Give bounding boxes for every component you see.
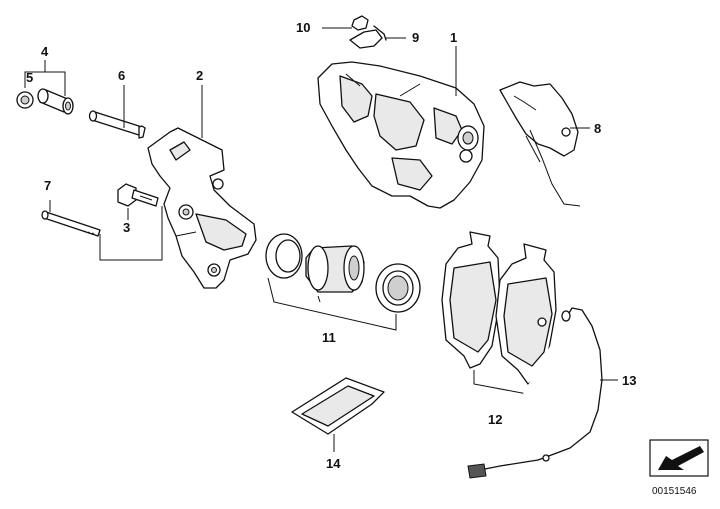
part-dust-boot [375, 263, 421, 313]
callout-3: 3 [123, 220, 130, 235]
catalog-number: 00151546 [652, 486, 697, 497]
leader-3-7-bracket [99, 206, 163, 261]
part-brake-pad-inner [441, 231, 501, 369]
part-screw-10 [351, 15, 369, 31]
callout-9: 9 [412, 30, 419, 45]
callout-13: 13 [622, 373, 636, 388]
callout-14: 14 [326, 456, 341, 471]
part-piston [305, 245, 365, 293]
part-clip-9 [349, 25, 387, 49]
callout-8: 8 [594, 121, 601, 136]
callout-1: 1 [450, 30, 457, 45]
callout-2: 2 [196, 68, 203, 83]
part-caliper-carrier-2 [147, 127, 257, 289]
leader-4-5 [24, 60, 66, 96]
part-grease-packet-14 [291, 377, 385, 435]
part-seal-ring [265, 233, 303, 279]
callout-7: 7 [44, 178, 51, 193]
callout-6: 6 [118, 68, 125, 83]
part-guide-pin-6 [88, 110, 146, 139]
part-guide-sleeve-4 [37, 88, 74, 115]
part-anti-rattle-spring-8 [499, 81, 581, 207]
callout-4: 4 [41, 44, 49, 59]
callout-12: 12 [488, 412, 502, 427]
part-wear-sensor-13 [467, 307, 603, 479]
part-guide-bolt-7 [41, 210, 101, 237]
callout-10: 10 [296, 20, 310, 35]
arrow-pointer-icon [649, 439, 709, 477]
part-caliper-housing-1 [317, 61, 485, 209]
callout-5: 5 [26, 70, 33, 85]
part-bolt-3 [117, 183, 159, 207]
part-brake-pad-outer [495, 243, 557, 385]
leader-11 [267, 277, 397, 331]
callout-11: 11 [322, 330, 336, 345]
part-bushing-5 [16, 91, 34, 109]
